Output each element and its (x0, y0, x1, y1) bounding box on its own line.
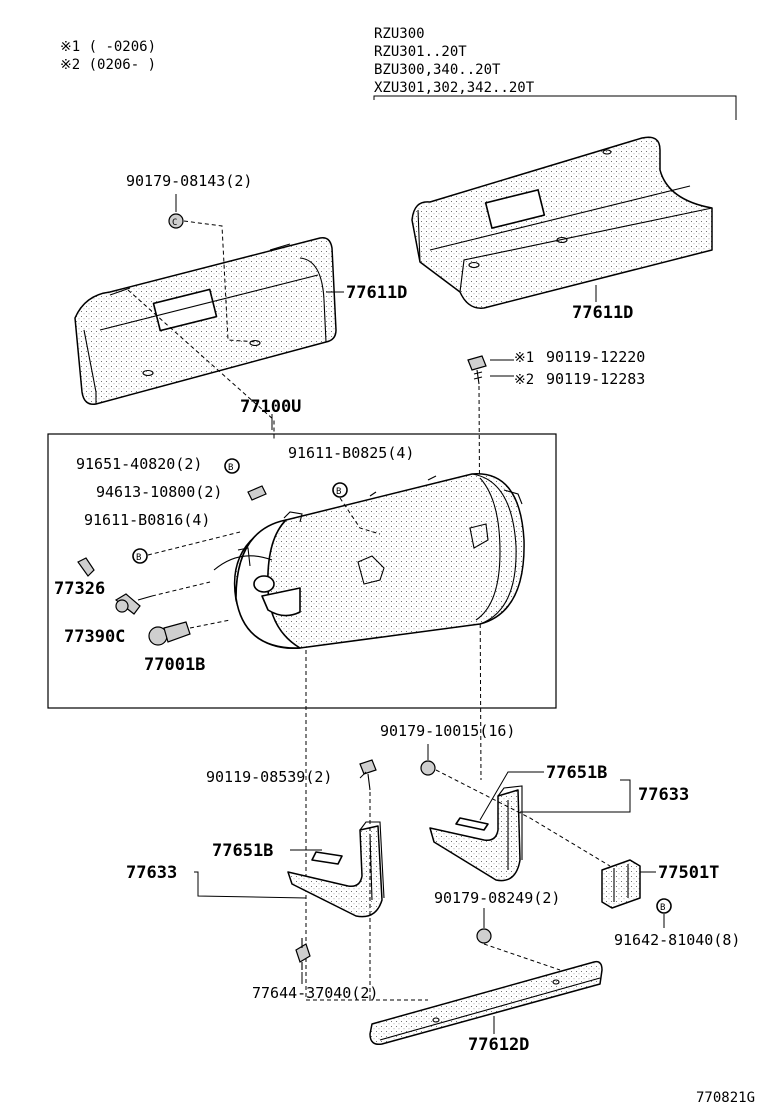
bolt-90119-08539-shape (359, 759, 377, 791)
dash-valve (189, 619, 231, 629)
dash-gauge (151, 581, 211, 597)
bolt-77644-shape (295, 938, 311, 970)
label-77633-left: 77633 (126, 863, 177, 883)
label-77390C: 77390C (64, 627, 125, 647)
lead-77633-left (194, 871, 307, 899)
fuel-tank-shape (213, 473, 525, 649)
label-77611D-right: 77611D (572, 303, 633, 323)
label-91651-40820: 91651-40820(2) (76, 455, 202, 473)
bolt-90119-12220-shape (467, 355, 487, 385)
label-94613-10800: 94613-10800(2) (96, 483, 222, 501)
label-90179-08143: 90179-08143(2) (126, 172, 252, 190)
label-90119-12283: 90119-12283 (546, 370, 645, 388)
lead-77651B-right (479, 771, 544, 821)
label-77326: 77326 (54, 579, 105, 599)
bolt-91642-shape: B (656, 898, 672, 914)
plate-77501T-shape (601, 859, 641, 909)
figure-code: 770821G (696, 1090, 755, 1106)
lead-90119 (490, 359, 514, 377)
label-77100U: 77100U (240, 397, 301, 417)
note-1: ※1 ( -0206) (60, 39, 156, 55)
label-77501T: 77501T (658, 863, 719, 883)
label-91642-81040: 91642-81040(8) (614, 931, 740, 949)
label-91611-B0816: 91611-B0816(4) (84, 511, 210, 529)
symbol-b-2: B (336, 487, 341, 497)
gauge-sender-shape (114, 593, 153, 615)
label-77001B: 77001B (144, 655, 205, 675)
screw-91651-shape: B (224, 458, 240, 474)
screw-91611-B0825-shape: B (332, 482, 348, 498)
dash-b0816 (147, 531, 241, 556)
dash-nut-rail (483, 943, 561, 971)
symbol-b-1: B (228, 463, 233, 473)
dash-guard-to-tank (127, 289, 275, 440)
lead-77633-right (520, 779, 631, 813)
label-77651B-right: 77651B (546, 763, 607, 783)
lead-90119-08539 (359, 771, 367, 779)
note-2: ※2 (0206- ) (60, 57, 156, 73)
label-77644-37040: 77644-37040(2) (252, 984, 378, 1002)
label-91611-B0825: 91611-B0825(4) (288, 444, 414, 462)
washer-94613-shape (247, 485, 267, 501)
label-77633-right: 77633 (638, 785, 689, 805)
model-line-4: XZU301,302,342..20T (374, 80, 535, 96)
label-77612D: 77612D (468, 1035, 529, 1055)
side-guard-right-shape (411, 136, 713, 309)
label-90119-12220: 90119-12220 (546, 348, 645, 366)
symbol-b-3: B (136, 553, 141, 563)
mark-1: ※1 (514, 350, 534, 366)
model-line-2: RZU301..20T (374, 44, 467, 60)
symbol-c: C (172, 218, 177, 228)
tank-assembly-frame (47, 433, 557, 709)
clip-77326-shape (77, 557, 95, 577)
nut-90179-10015-shape (420, 760, 436, 776)
symbol-b-4: B (660, 903, 665, 913)
mark-2: ※2 (514, 372, 534, 388)
dash-nut-plate (435, 769, 611, 867)
dash-tank-to-rail (305, 650, 428, 1001)
label-77651B-left: 77651B (212, 841, 273, 861)
screw-91611-B0816-shape: B (132, 548, 148, 564)
rail-77612D-shape (369, 960, 603, 1046)
dash-b0825 (339, 497, 381, 535)
valve-77001B-shape (148, 621, 191, 646)
label-90179-08249: 90179-08249(2) (434, 889, 560, 907)
nut-90179-08143-shape: C (168, 213, 184, 229)
model-bracket (373, 95, 737, 120)
model-line-1: RZU300 (374, 26, 425, 42)
model-line-3: BZU300,340..20T (374, 62, 501, 78)
bracket-right-shape (429, 785, 523, 882)
label-90119-08539: 90119-08539(2) (206, 768, 332, 786)
label-90179-10015: 90179-10015(16) (380, 722, 515, 740)
label-77611D-left: 77611D (346, 283, 407, 303)
side-guard-left-shape (74, 236, 337, 405)
nut-90179-08249-shape (476, 928, 492, 944)
